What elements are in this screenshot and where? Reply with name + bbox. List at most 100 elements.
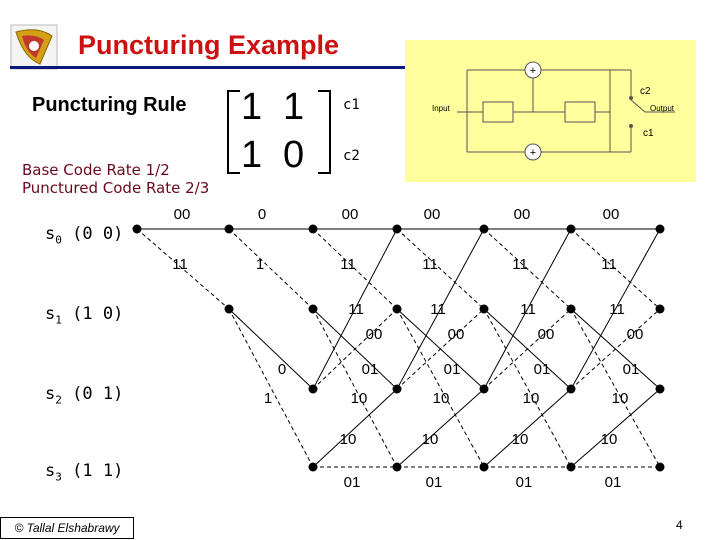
trellis-node-s0 xyxy=(479,224,489,234)
branch-s1-s2 xyxy=(228,308,314,390)
trellis-node-s3 xyxy=(392,462,402,472)
matrix-row-label-c2: c2 xyxy=(343,148,360,164)
branch-label-s2-s1: 10 xyxy=(611,390,629,407)
branch-s1-s3 xyxy=(312,308,398,468)
trellis-node-s0 xyxy=(308,224,318,234)
state-label-s3: s3 (1 1) xyxy=(45,461,124,484)
branch-s2-s1 xyxy=(396,308,485,390)
trellis-node-s1 xyxy=(308,304,318,314)
branch-s2-s1 xyxy=(312,308,398,390)
trellis-node-s3 xyxy=(566,462,576,472)
branch-s1-s3 xyxy=(228,308,314,468)
trellis-node-s0 xyxy=(392,224,402,234)
trellis-node-s2 xyxy=(392,384,402,394)
state-label-s1: s1 (1 0) xyxy=(45,304,124,327)
branch-s2-s1 xyxy=(570,308,661,390)
branch-s3-s2 xyxy=(483,388,572,468)
branch-label-s2-s0: 01 xyxy=(622,361,640,378)
encoder-output-label: Output xyxy=(650,104,675,113)
branch-s2-s0 xyxy=(396,228,485,390)
trellis-node-s1 xyxy=(479,304,489,314)
branch-s0-s1 xyxy=(396,228,485,310)
branch-s2-s0 xyxy=(570,228,661,390)
branch-s1-s3 xyxy=(570,308,661,468)
branch-label-s3-s2: 10 xyxy=(600,431,618,448)
branch-s0-s1 xyxy=(228,228,314,310)
branch-label-s0-s0: 00 xyxy=(513,206,531,223)
branch-s0-s1 xyxy=(483,228,572,310)
branch-label-s1-s3: 00 xyxy=(447,326,465,343)
branch-label-s1-s2: 11 xyxy=(609,301,625,318)
trellis-node-s0 xyxy=(224,224,234,234)
encoder-diagram: + + xyxy=(405,40,696,182)
branch-s3-s2 xyxy=(312,388,398,468)
branch-label-s1-s3: 00 xyxy=(365,326,383,343)
branch-label-s1-s2: 11 xyxy=(430,301,446,318)
branch-label-s0-s0: 00 xyxy=(173,206,191,223)
trellis-node-s2 xyxy=(566,384,576,394)
branch-s3-s2 xyxy=(570,388,661,468)
trellis-node-s3 xyxy=(308,462,318,472)
svg-text:+: + xyxy=(530,65,536,77)
encoder-input-label: Input xyxy=(432,104,450,113)
matrix-r2c1: 1 xyxy=(241,134,263,176)
branch-s0-s1 xyxy=(136,228,230,310)
trellis-node-s1 xyxy=(566,304,576,314)
branch-label-s0-s1: 11 xyxy=(340,256,356,273)
branch-label-s0-s1: 11 xyxy=(601,256,617,273)
branch-label-s2-s0: 01 xyxy=(533,361,551,378)
matrix-r1c2: 1 xyxy=(283,86,305,128)
branch-label-s1-s3: 00 xyxy=(626,326,644,343)
branch-label-s2-s1: 10 xyxy=(522,390,540,407)
trellis-node-s1 xyxy=(655,304,665,314)
matrix-bracket-left xyxy=(227,90,240,174)
trellis-node-s2 xyxy=(655,384,665,394)
branch-s0-s1 xyxy=(312,228,398,310)
branch-label-s3-s2: 10 xyxy=(421,431,439,448)
logo-icon xyxy=(10,24,58,70)
base-code-rate: Base Code Rate 1/2 xyxy=(22,161,170,179)
branch-label-s0-s1: 1 xyxy=(255,256,265,273)
branch-label-s0-s1: 11 xyxy=(512,256,528,273)
trellis-node-s1 xyxy=(392,304,402,314)
branch-label-s1-s3: 00 xyxy=(537,326,555,343)
trellis-node-s3 xyxy=(655,462,665,472)
branch-label-s3-s3: 01 xyxy=(515,474,533,491)
branch-label-s3-s2: 10 xyxy=(339,431,357,448)
branch-label-s3-s2: 10 xyxy=(511,431,529,448)
branch-s1-s3 xyxy=(483,308,572,468)
branch-s2-s0 xyxy=(483,228,572,390)
branch-s3-s2 xyxy=(396,388,485,468)
page-title: Puncturing Example xyxy=(78,30,340,60)
branch-label-s3-s3: 01 xyxy=(343,474,361,491)
branch-s2-s0 xyxy=(312,228,398,390)
branch-label-s0-s0: 00 xyxy=(423,206,441,223)
branch-label-s0-s0: 00 xyxy=(602,206,620,223)
trellis-node-s2 xyxy=(479,384,489,394)
trellis-node-s2 xyxy=(308,384,318,394)
branch-label-s3-s3: 01 xyxy=(604,474,622,491)
encoder-c1-label: c1 xyxy=(643,128,654,139)
matrix-row-label-c1: c1 xyxy=(343,97,360,113)
trellis-node-s3 xyxy=(479,462,489,472)
matrix-r1c1: 1 xyxy=(241,86,263,128)
branch-s0-s1 xyxy=(570,228,661,310)
trellis-node-s0 xyxy=(655,224,665,234)
state-label-s2: s2 (0 1) xyxy=(45,384,124,407)
branch-label-s3-s3: 01 xyxy=(425,474,443,491)
branch-s2-s1 xyxy=(483,308,572,390)
state-label-s0: s0 (0 0) xyxy=(45,224,124,247)
branch-label-s2-s0: 01 xyxy=(361,361,379,378)
matrix-r2c2: 0 xyxy=(283,134,305,176)
branch-label-s1-s2: 11 xyxy=(520,301,536,318)
branch-label-s2-s0: 0 xyxy=(277,361,287,378)
trellis-node-s1 xyxy=(224,304,234,314)
branch-label-s2-s1: 10 xyxy=(432,390,450,407)
author-credit: © Tallal Elshabrawy xyxy=(0,517,134,539)
trellis-node-s0 xyxy=(566,224,576,234)
matrix-bracket-right xyxy=(318,90,331,174)
branch-label-s2-s1: 1 xyxy=(263,390,273,407)
encoder-c2-label: c2 xyxy=(640,86,651,97)
svg-text:+: + xyxy=(530,147,536,159)
branch-s1-s3 xyxy=(396,308,485,468)
